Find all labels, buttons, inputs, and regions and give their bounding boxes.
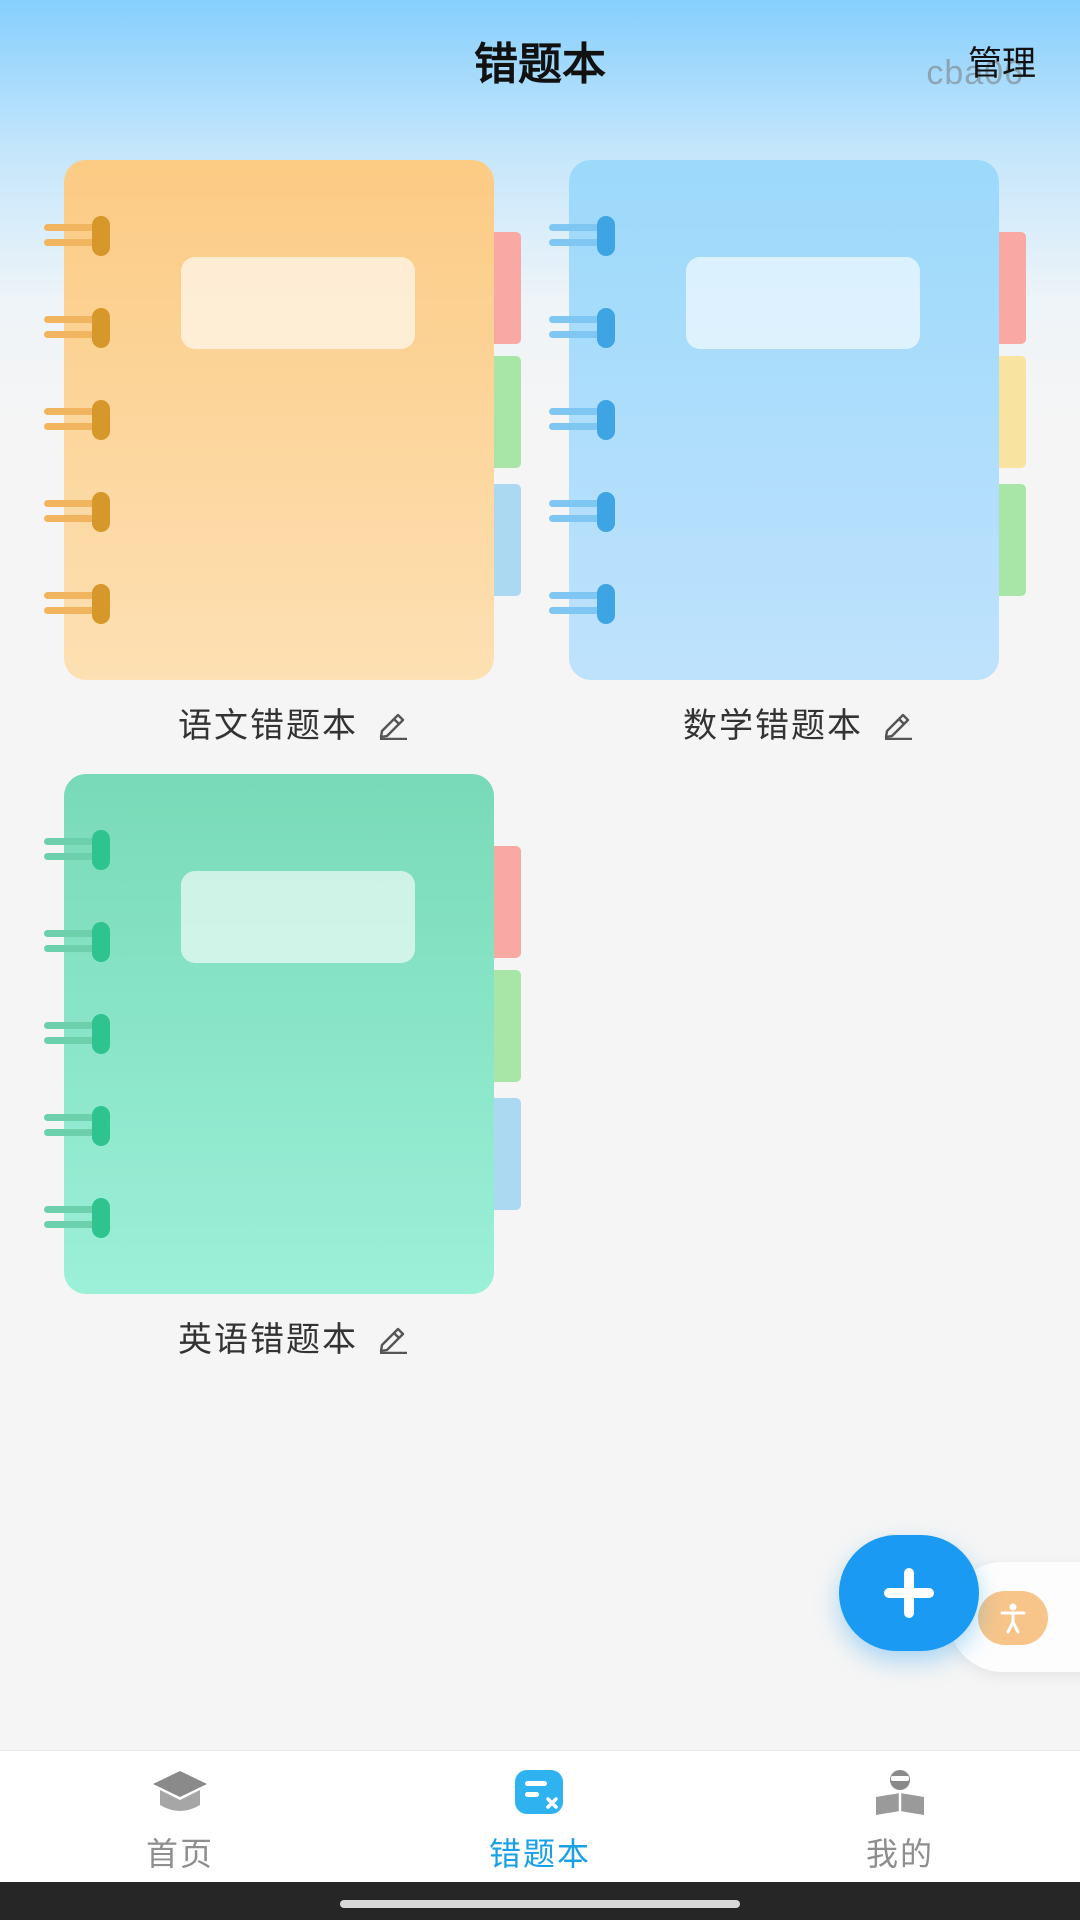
nav-item-mistake-book[interactable]: 错题本 bbox=[360, 1751, 720, 1883]
notebook-name-row: 语文错题本 bbox=[44, 698, 544, 747]
notebook-tab bbox=[999, 356, 1026, 468]
notebook-name[interactable]: 英语错题本 bbox=[178, 1320, 358, 1360]
spiral-ring bbox=[44, 922, 110, 962]
page-title: 错题本 bbox=[474, 39, 606, 90]
notebook-name[interactable]: 语文错题本 bbox=[178, 706, 358, 746]
notebook-cover[interactable] bbox=[64, 774, 494, 1294]
pencil-icon[interactable] bbox=[376, 1320, 410, 1354]
watermark: cba06 bbox=[926, 54, 1024, 92]
spiral-ring bbox=[44, 1106, 110, 1146]
nav-label: 首页 bbox=[145, 1835, 214, 1873]
notebook-tab bbox=[494, 846, 521, 958]
spiral-ring bbox=[44, 492, 110, 532]
notebook-chinese[interactable]: 语文错题本 bbox=[44, 160, 524, 760]
accessibility-button[interactable] bbox=[978, 1591, 1048, 1645]
spiral-ring bbox=[549, 584, 615, 624]
home-indicator[interactable] bbox=[340, 1900, 740, 1908]
spiral-ring bbox=[44, 400, 110, 440]
notebook-label-area bbox=[181, 871, 415, 963]
spiral-ring bbox=[549, 400, 615, 440]
notebook-tab bbox=[494, 970, 521, 1082]
notebook-tab bbox=[494, 1098, 521, 1210]
pencil-icon[interactable] bbox=[881, 706, 915, 740]
nav-label: 错题本 bbox=[488, 1835, 591, 1873]
notebook-tab bbox=[494, 232, 521, 344]
nav-item-mine[interactable]: 我的 bbox=[720, 1751, 1080, 1883]
spiral-ring bbox=[549, 308, 615, 348]
spiral-ring bbox=[44, 1014, 110, 1054]
spiral-ring bbox=[44, 1198, 110, 1238]
notebook-name[interactable]: 数学错题本 bbox=[683, 706, 863, 746]
add-notebook-button[interactable] bbox=[839, 1535, 979, 1651]
accessibility-icon bbox=[1000, 1603, 1026, 1634]
notebook-tab bbox=[999, 484, 1026, 596]
notebook-math[interactable]: 数学错题本 bbox=[549, 160, 1029, 760]
pencil-icon[interactable] bbox=[376, 706, 410, 740]
notebook-label-area bbox=[686, 257, 920, 349]
spiral-ring bbox=[549, 492, 615, 532]
notebook-icon bbox=[515, 1770, 563, 1814]
notebook-cover[interactable] bbox=[569, 160, 999, 680]
notebook-label-area bbox=[181, 257, 415, 349]
notebook-cover[interactable] bbox=[64, 160, 494, 680]
spiral-ring bbox=[549, 216, 615, 256]
notebook-tab bbox=[494, 484, 521, 596]
bottom-nav: 首页 错题本 我的 bbox=[0, 1750, 1080, 1882]
notebook-english[interactable]: 英语错题本 bbox=[44, 774, 524, 1374]
notebook-tab bbox=[494, 356, 521, 468]
notebook-tab bbox=[999, 232, 1026, 344]
graduation-cap-icon bbox=[153, 1771, 207, 1811]
nav-item-home[interactable]: 首页 bbox=[0, 1751, 360, 1883]
spiral-ring bbox=[44, 584, 110, 624]
nav-label: 我的 bbox=[865, 1835, 934, 1873]
spiral-ring bbox=[44, 216, 110, 256]
notebook-name-row: 英语错题本 bbox=[44, 1312, 544, 1361]
system-gesture-area bbox=[0, 1882, 1080, 1920]
manage-button[interactable]: 管理 bbox=[968, 36, 1036, 85]
header: 错题本 cba06 管理 bbox=[0, 0, 1080, 120]
notebook-name-row: 数学错题本 bbox=[549, 698, 1049, 747]
reading-person-icon bbox=[876, 1770, 924, 1815]
spiral-ring bbox=[44, 308, 110, 348]
spiral-ring bbox=[44, 830, 110, 870]
